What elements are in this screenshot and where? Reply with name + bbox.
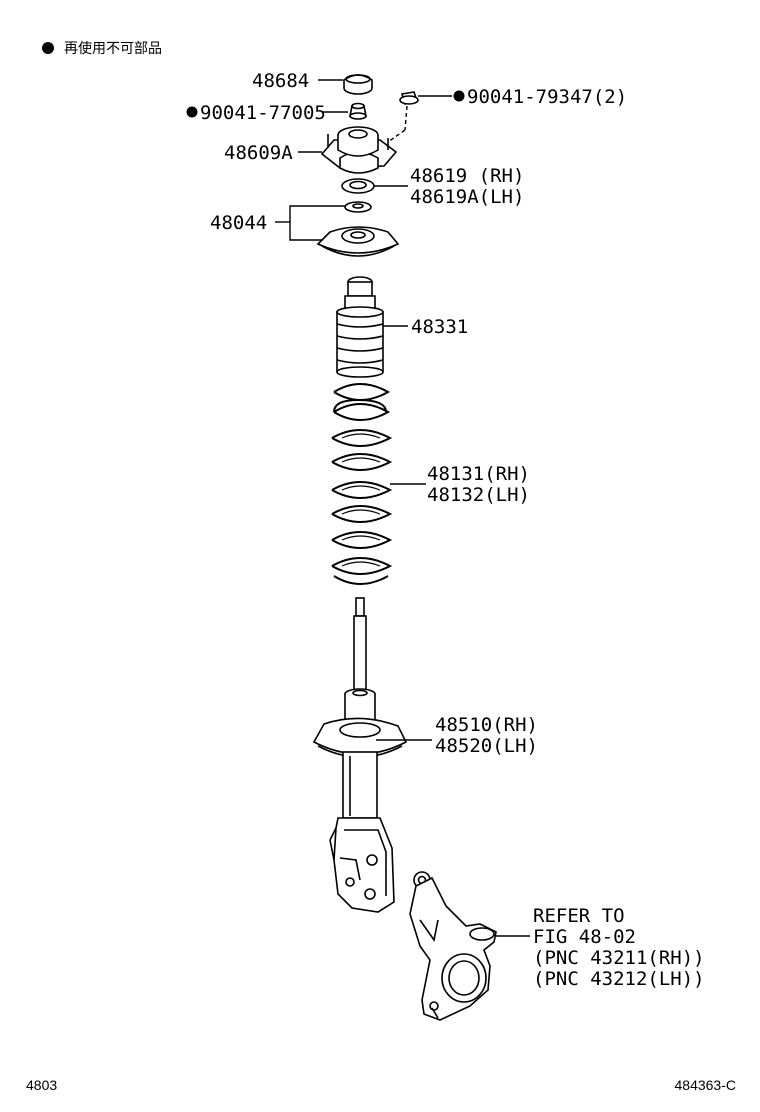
label-48331[interactable]: 48331 <box>411 316 468 338</box>
upper-spring-seat-part[interactable] <box>316 226 400 257</box>
refer-line-4[interactable]: (PNC 43212(LH)) <box>533 968 705 990</box>
mount-bearing-part[interactable] <box>341 178 375 194</box>
non-reusable-bullet-icon <box>453 90 465 102</box>
label-90041-77005[interactable]: 90041-77005 <box>200 102 326 124</box>
non-reusable-bullet-icon <box>186 106 198 118</box>
coil-spring-part[interactable] <box>331 383 393 585</box>
shock-absorber-part[interactable] <box>312 597 408 913</box>
label-90041-79347[interactable]: 90041-79347(2) <box>467 86 627 108</box>
legend-text: 再使用不可部品 <box>64 40 162 57</box>
label-48619A-lh[interactable]: 48619A(LH) <box>410 186 524 208</box>
label-48609A[interactable]: 48609A <box>224 142 293 164</box>
label-48619-rh[interactable]: 48619 (RH) <box>410 165 524 187</box>
spring-insulator-part[interactable] <box>344 201 372 213</box>
steering-knuckle-part[interactable] <box>409 871 497 1021</box>
footer-illustration-id: 484363-C <box>675 1077 737 1093</box>
refer-line-2[interactable]: FIG 48-02 <box>533 926 636 948</box>
flange-nut-part[interactable] <box>399 91 419 105</box>
strut-mount-part[interactable] <box>320 126 398 174</box>
label-48131-rh[interactable]: 48131(RH) <box>427 463 530 485</box>
dust-cap-part[interactable] <box>343 74 373 95</box>
bump-stop-part[interactable] <box>336 276 384 378</box>
label-48132-lh[interactable]: 48132(LH) <box>427 484 530 506</box>
refer-line-3[interactable]: (PNC 43211(RH)) <box>533 947 705 969</box>
label-48520-lh[interactable]: 48520(LH) <box>435 735 538 757</box>
footer-figure-number: 4803 <box>26 1077 57 1093</box>
center-nut-part[interactable] <box>349 102 367 120</box>
label-48044[interactable]: 48044 <box>210 212 267 234</box>
refer-line-1: REFER TO <box>533 905 625 927</box>
label-48510-rh[interactable]: 48510(RH) <box>435 714 538 736</box>
label-48684[interactable]: 48684 <box>252 70 309 92</box>
non-reusable-bullet-icon <box>42 42 54 54</box>
